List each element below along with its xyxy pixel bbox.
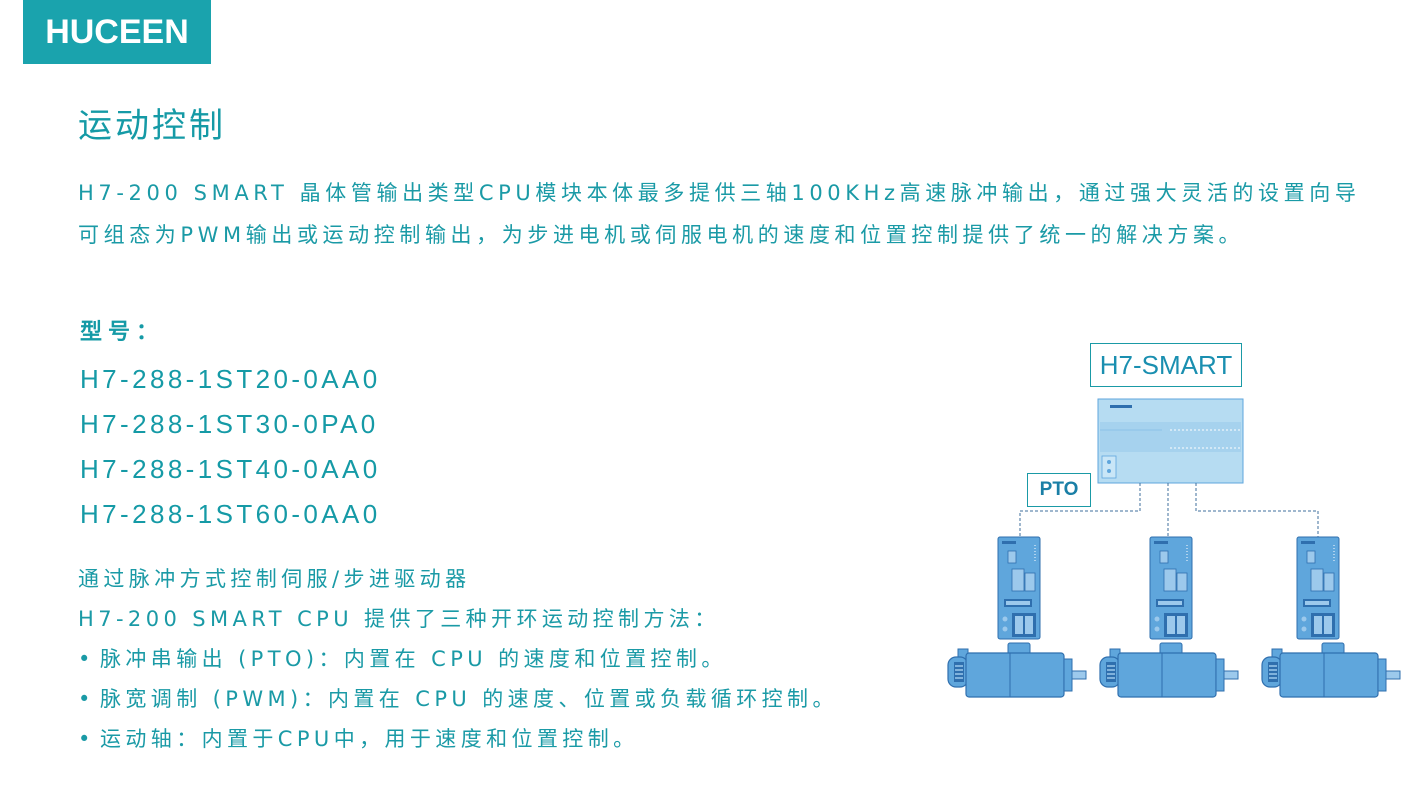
bullet-dot: • [78, 687, 91, 711]
bullet-item: • 脉冲串输出 (PTO)：内置在 CPU 的速度和位置控制。 [78, 639, 838, 679]
bullet-dot: • [78, 647, 91, 671]
intro-paragraph: H7-200 SMART 晶体管输出类型CPU模块本体最多提供三轴100KHz高… [78, 181, 1361, 247]
model-item: H7-288-1ST30-0PA0 [80, 409, 379, 439]
bullet-text: 脉冲串输出 (PTO)：内置在 CPU 的速度和位置控制。 [100, 647, 727, 671]
control-bullet-list: • 脉冲串输出 (PTO)：内置在 CPU 的速度和位置控制。 • 脉宽调制 (PW… [78, 639, 838, 759]
bullet-item: • 运动轴：内置于CPU中，用于速度和位置控制。 [78, 719, 838, 759]
servo-drive-2 [1149, 536, 1193, 640]
servo-motor-3 [1261, 642, 1401, 698]
servo-motor-1 [947, 642, 1087, 698]
control-line-1: 通过脉冲方式控制伺服/步进驱动器 [78, 567, 471, 591]
bullet-item: • 脉宽调制 (PWM)：内置在 CPU 的速度、位置或负载循环控制。 [78, 679, 838, 719]
bullet-dot: • [78, 727, 91, 751]
plc-label-box: H7-SMART [1090, 343, 1242, 387]
page-title: 运动控制 [78, 106, 226, 146]
plc-module [1097, 398, 1244, 484]
servo-motor-2 [1099, 642, 1239, 698]
bullet-text: 脉宽调制 (PWM)：内置在 CPU 的速度、位置或负载循环控制。 [100, 687, 838, 711]
brand-logo: HUCEEN [23, 0, 211, 64]
model-label: 型号： [80, 320, 165, 345]
model-item: H7-288-1ST20-0AA0 [80, 364, 381, 394]
pto-label-box: PTO [1027, 473, 1091, 507]
model-item: H7-288-1ST60-0AA0 [80, 499, 381, 529]
servo-drive-3 [1296, 536, 1340, 640]
pulse-connections [1019, 483, 1319, 537]
control-methods-section: 通过脉冲方式控制伺服/步进驱动器 H7-200 SMART CPU 提供了三种开… [78, 559, 838, 759]
servo-drive-1 [997, 536, 1041, 640]
model-list: H7-288-1ST20-0AA0 H7-288-1ST30-0PA0 H7-2… [80, 357, 381, 537]
control-line-2: H7-200 SMART CPU 提供了三种开环运动控制方法： [78, 607, 720, 631]
model-item: H7-288-1ST40-0AA0 [80, 454, 381, 484]
bullet-text: 运动轴：内置于CPU中，用于速度和位置控制。 [100, 727, 639, 751]
